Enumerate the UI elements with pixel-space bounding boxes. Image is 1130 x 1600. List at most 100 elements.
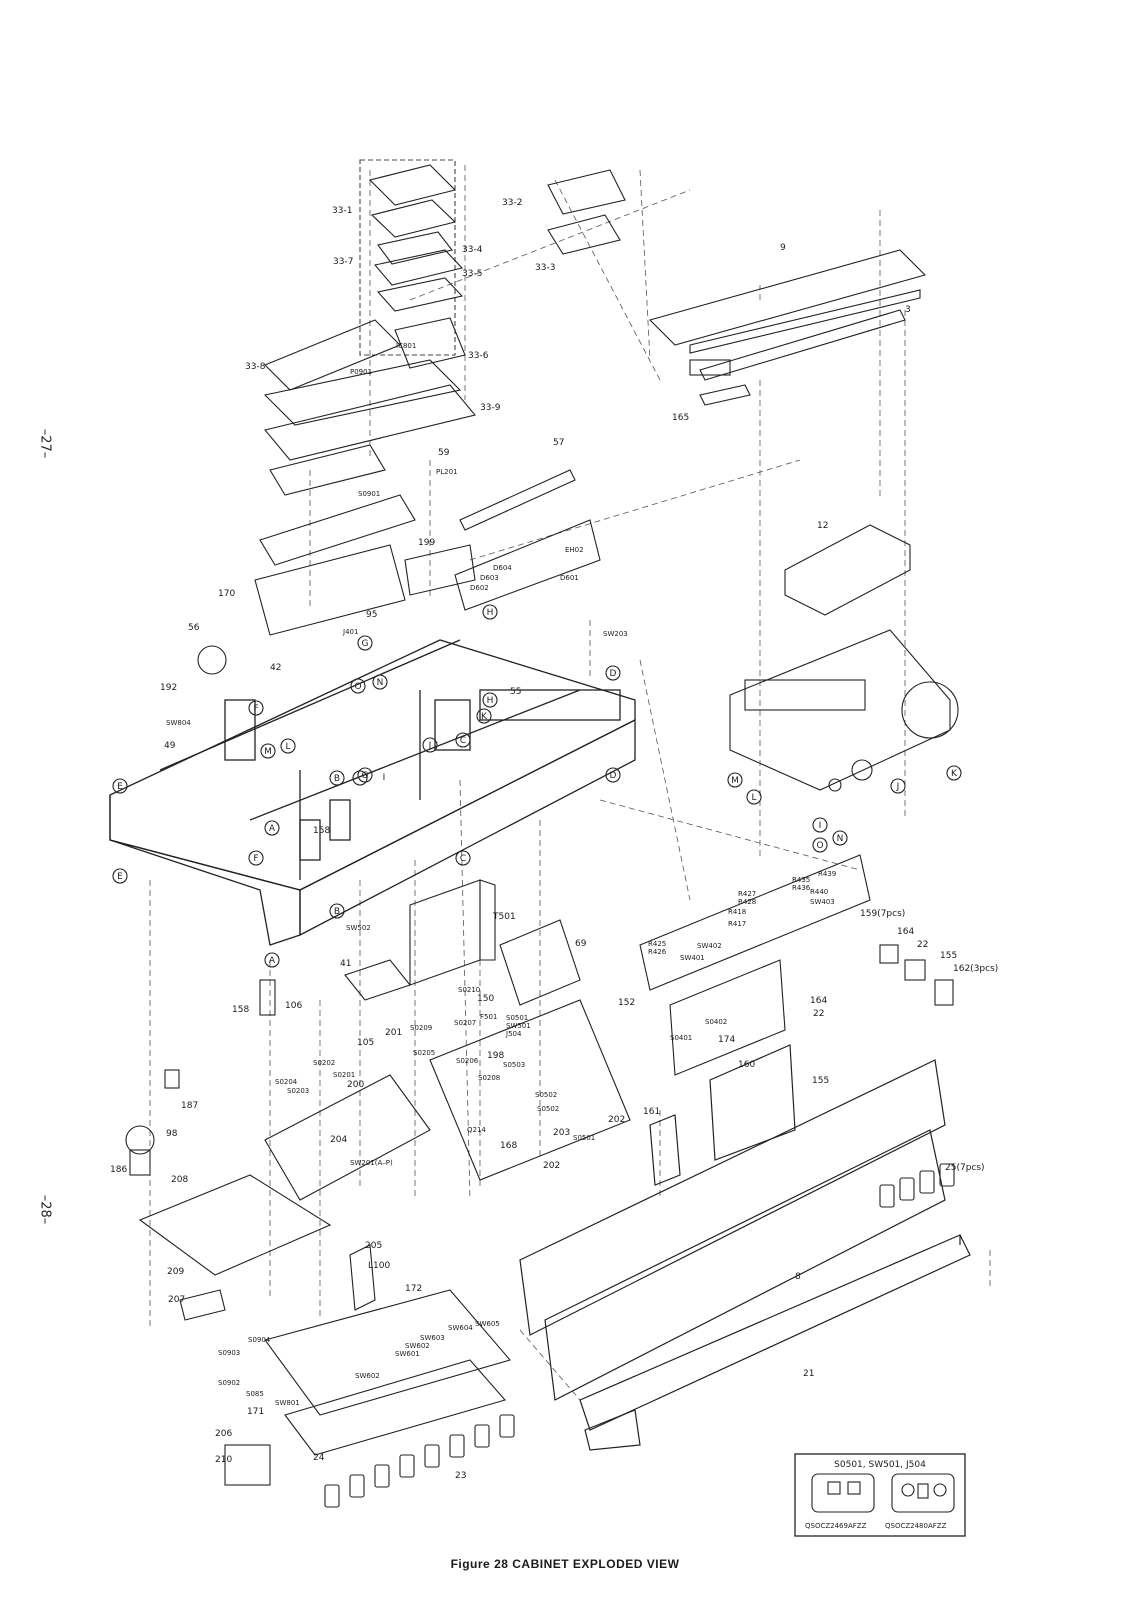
outlet-icon-left bbox=[811, 1473, 875, 1513]
callout: 207 bbox=[168, 1295, 185, 1305]
callout: SW502 bbox=[346, 924, 371, 932]
callout: SW601 bbox=[395, 1350, 420, 1358]
mechanism-chassis bbox=[729, 524, 959, 792]
callout: J504 bbox=[505, 1030, 522, 1038]
grid-mark: G bbox=[362, 639, 369, 649]
callout: 155 bbox=[940, 951, 957, 961]
grid-mark: L bbox=[751, 793, 756, 803]
callout: 164 bbox=[897, 927, 914, 937]
callout: 55 bbox=[510, 687, 521, 697]
callout: S0201 bbox=[333, 1071, 355, 1079]
callout: L100 bbox=[368, 1261, 390, 1271]
guide-lines bbox=[149, 165, 991, 1401]
callout: 198 bbox=[487, 1051, 504, 1061]
callout: 57 bbox=[553, 438, 564, 448]
callout: SW801 bbox=[275, 1399, 300, 1407]
grid-mark: F bbox=[253, 704, 258, 714]
grid-mark: H bbox=[487, 608, 494, 618]
upper-boards bbox=[254, 469, 601, 636]
callout: R418 bbox=[728, 908, 746, 916]
callout: SW401 bbox=[680, 954, 705, 962]
callout: 41 bbox=[340, 959, 351, 969]
callout: 33-8 bbox=[245, 362, 266, 372]
callout: S0207 bbox=[454, 1019, 476, 1027]
callout: S0902 bbox=[218, 1379, 240, 1387]
callout: EH02 bbox=[565, 546, 584, 554]
grid-mark: M bbox=[264, 747, 272, 757]
inset-title: S0501, SW501, J504 bbox=[834, 1460, 926, 1470]
callout: SW403 bbox=[810, 898, 835, 906]
callout: 33-1 bbox=[332, 206, 352, 216]
callout: IC801 bbox=[396, 342, 416, 350]
callout: 206 bbox=[215, 1429, 232, 1439]
grid-mark: I bbox=[819, 821, 822, 831]
callout: D603 bbox=[480, 574, 499, 582]
callout: 12 bbox=[817, 521, 828, 531]
callout: 59 bbox=[438, 448, 450, 458]
callout: R439 bbox=[818, 870, 836, 878]
grid-mark: E bbox=[117, 872, 123, 882]
circuit-boards bbox=[138, 854, 871, 1456]
callout: 49 bbox=[164, 741, 176, 751]
display-assembly bbox=[263, 159, 626, 496]
callout: 155 bbox=[812, 1076, 829, 1086]
callout: 95 bbox=[366, 610, 377, 620]
callout: S0501 bbox=[573, 1134, 595, 1142]
callout: 24 bbox=[313, 1453, 325, 1463]
callout: 33-4 bbox=[462, 245, 483, 255]
callout: 186 bbox=[110, 1165, 127, 1175]
callout: 8 bbox=[795, 1272, 801, 1282]
callout: F501 bbox=[480, 1013, 497, 1021]
grid-mark: C bbox=[460, 854, 466, 864]
callout: 172 bbox=[405, 1284, 422, 1294]
inset-part-number: QSOCZ2480AFZZ bbox=[885, 1522, 947, 1530]
callout: 22 bbox=[813, 1009, 824, 1019]
callout: 203 bbox=[553, 1128, 570, 1138]
callout: P0901 bbox=[350, 368, 372, 376]
grid-mark: M bbox=[731, 776, 739, 786]
callout: D601 bbox=[560, 574, 579, 582]
callout: S0901 bbox=[358, 490, 380, 498]
callout: Q214 bbox=[467, 1126, 486, 1134]
callout: 159(7pcs) bbox=[860, 909, 905, 919]
grid-mark: D bbox=[610, 669, 617, 679]
callout: 171 bbox=[247, 1407, 264, 1417]
callout: S0502 bbox=[537, 1105, 559, 1113]
callout: S0204 bbox=[275, 1078, 298, 1086]
callout: 98 bbox=[166, 1129, 178, 1139]
callout: 33-7 bbox=[333, 257, 353, 267]
callout: S0202 bbox=[313, 1059, 335, 1067]
callout: S0401 bbox=[670, 1034, 692, 1042]
inset-part-number: QSOCZ2469AFZZ bbox=[805, 1522, 867, 1530]
callout: 21 bbox=[803, 1369, 814, 1379]
callout: S0205 bbox=[413, 1049, 435, 1057]
grid-mark: N bbox=[837, 834, 844, 844]
callout: 168 bbox=[500, 1141, 517, 1151]
grid-mark: A bbox=[269, 824, 276, 834]
callout: SW402 bbox=[697, 942, 722, 950]
callout: S0501 bbox=[506, 1014, 528, 1022]
callout: 165 bbox=[672, 413, 689, 423]
callout: 204 bbox=[330, 1135, 347, 1145]
callout: S0203 bbox=[287, 1087, 309, 1095]
callout: 23 bbox=[455, 1471, 466, 1481]
callout: SW603 bbox=[420, 1334, 445, 1342]
callout: 200 bbox=[347, 1080, 364, 1090]
callout: 33-2 bbox=[502, 198, 522, 208]
callout: 187 bbox=[181, 1101, 198, 1111]
callout: 42 bbox=[270, 663, 281, 673]
callout: SW602 bbox=[405, 1342, 430, 1350]
callout: 105 bbox=[357, 1038, 374, 1048]
grid-mark: B bbox=[334, 774, 340, 784]
callout: 33-5 bbox=[462, 269, 482, 279]
callout: S0209 bbox=[410, 1024, 432, 1032]
callout: SW604 bbox=[448, 1324, 473, 1332]
callout: 192 bbox=[160, 683, 177, 693]
main-cabinet-frame bbox=[109, 639, 636, 946]
callout: R435 bbox=[792, 876, 810, 884]
callout: PL201 bbox=[436, 468, 457, 476]
callout: 56 bbox=[188, 623, 200, 633]
grid-mark: O bbox=[354, 682, 361, 692]
grid-mark: B bbox=[334, 907, 340, 917]
